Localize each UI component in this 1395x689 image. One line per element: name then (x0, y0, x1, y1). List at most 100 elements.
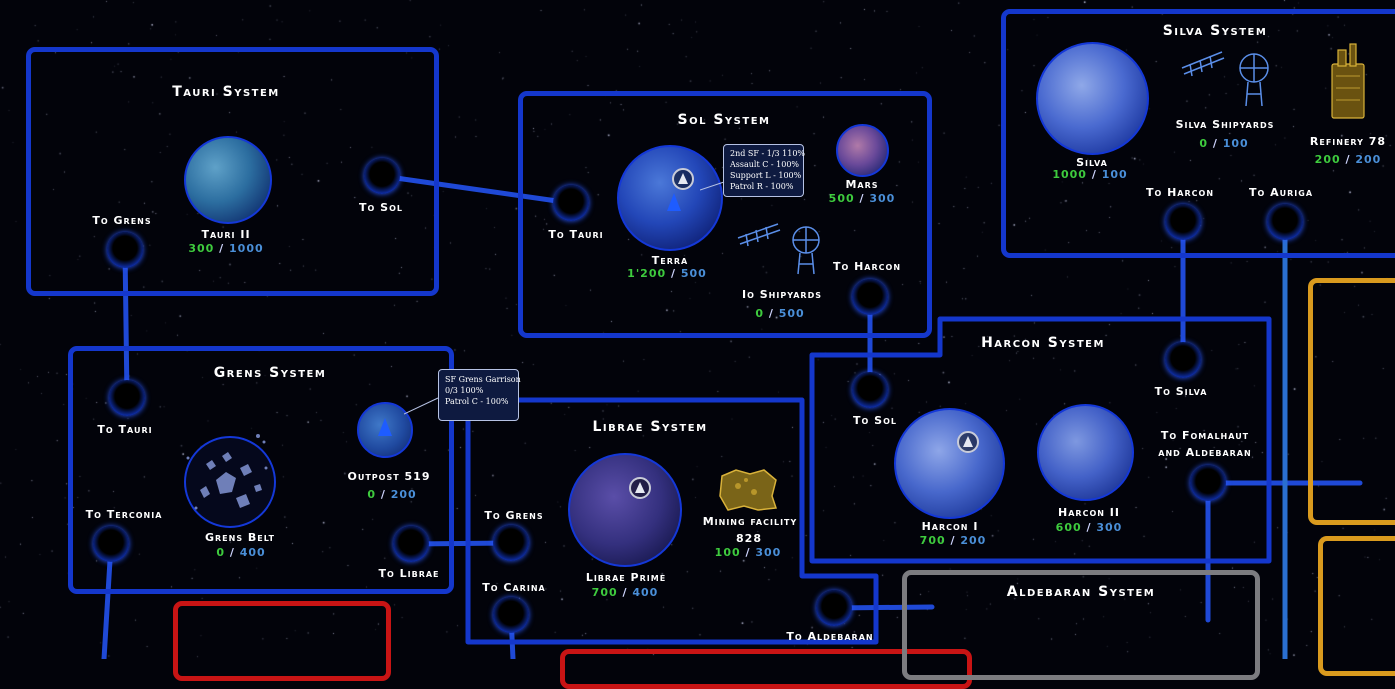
mining-facility-current: 100 (714, 546, 741, 559)
terra-station-marker-icon[interactable] (672, 168, 694, 190)
sol-to-harcon-label: To Harcon (832, 260, 902, 273)
grens-belt-current: 0 (216, 546, 225, 559)
tauri-to-grens-node[interactable] (107, 232, 143, 268)
grens-belt-values: 0 / 400 (216, 546, 265, 559)
separator: / (229, 546, 235, 559)
harcon-i-station-marker-icon[interactable] (957, 431, 979, 453)
tauri-to-sol-node[interactable] (364, 158, 400, 194)
sol-to-tauri-node[interactable] (553, 185, 589, 221)
io-shipyards-current: 0 (755, 307, 764, 320)
mining-facility-id-label: 828 (736, 532, 762, 545)
separator: / (670, 267, 677, 280)
librae-prime-values: 700 / 400 (592, 586, 659, 599)
harcon-ii-planet[interactable] (1037, 404, 1134, 501)
silva-to-auriga-label: To Auriga (1248, 186, 1314, 199)
harcon-ii-label: Harcon II (1058, 506, 1120, 519)
grens-fleet-tooltip-line-3: Patrol C - 100% (445, 397, 509, 406)
unnamed-system-border-red-1 (173, 601, 391, 681)
outpost-519-values: 0 / 200 (367, 488, 416, 501)
librae-to-aldebaran-label: To Aldebaran (786, 630, 874, 643)
mining-facility-max: 300 (755, 546, 782, 559)
grens-to-tauri-node[interactable] (109, 380, 145, 416)
sol-fleet-tooltip-line-4: Patrol R - 100% (730, 182, 794, 191)
sol-to-harcon-node[interactable] (852, 279, 888, 315)
mining-facility-828-mining-icon[interactable] (716, 466, 780, 512)
separator: / (1086, 521, 1092, 534)
harcon-i-values: 700 / 200 (920, 534, 987, 547)
librae-to-grens-node[interactable] (493, 525, 529, 561)
tauri-ii-values: 300 / 1000 (188, 242, 263, 255)
refinery-78-values: 200 / 200 (1315, 153, 1382, 166)
separator: / (859, 192, 865, 205)
refinery-78-current: 200 (1314, 153, 1341, 166)
silva-to-harcon-label: To Harcon (1145, 186, 1215, 199)
librae-prime-planet[interactable] (568, 453, 682, 567)
tauri-system-border (26, 47, 439, 296)
tauri-ii-planet[interactable] (184, 136, 272, 224)
librae-prime-current: 700 (591, 586, 618, 599)
unnamed-system-border-orange-1 (1308, 278, 1395, 525)
silva-system-title: Silva System (1162, 23, 1268, 39)
librae-prime-station-marker-icon[interactable] (629, 477, 651, 499)
librae-prime-max: 400 (632, 586, 659, 599)
tauri-system-title: Tauri System (172, 84, 280, 100)
tauri-ii-label: Tauri II (201, 228, 251, 241)
tauri-ii-current: 300 (188, 242, 215, 255)
harcon-to-sol-label: To Sol (853, 414, 897, 427)
harcon-ii-values: 600 / 300 (1056, 521, 1123, 534)
io-shipyards-values: 0 / 500 (755, 307, 804, 320)
grens-fleet-tooltip-line-1: SF Grens Garrison (445, 375, 521, 384)
sol-system-title: Sol System (677, 112, 771, 128)
harcon-to-sol-node[interactable] (852, 372, 888, 408)
grens-to-librae-node[interactable] (393, 526, 429, 562)
grens-fleet-arrow-icon[interactable] (378, 418, 392, 436)
librae-to-grens-label: To Grens (484, 509, 544, 522)
separator: / (1091, 168, 1097, 181)
mars-planet[interactable] (836, 124, 889, 177)
outpost-519-max: 200 (390, 488, 417, 501)
separator: / (768, 307, 774, 320)
silva-to-harcon-node[interactable] (1165, 204, 1201, 240)
sol-fleet-tooltip-line-1: 2nd SF - 1/3 110% (730, 149, 806, 158)
grens-belt-asteroid-icon[interactable] (176, 428, 284, 528)
mars-label: Mars (845, 178, 879, 191)
librae-to-aldebaran-node[interactable] (816, 590, 852, 626)
harcon-to-silva-node[interactable] (1165, 342, 1201, 378)
terra-current: 1'200 (627, 267, 667, 280)
silva-shipyards-shipyard-icon[interactable] (1180, 46, 1278, 108)
harcon-to-fomalhaut-node[interactable] (1190, 465, 1226, 501)
separator: / (622, 586, 628, 599)
grens-to-librae-label: To Librae (378, 567, 440, 580)
silva-shipyards-max: 100 (1222, 137, 1249, 150)
grens-to-terconia-node[interactable] (93, 526, 129, 562)
silva-shipyards-values: 0 / 100 (1199, 137, 1248, 150)
silva-planet[interactable] (1036, 42, 1149, 155)
io-shipyards-label: Io Shipyards (742, 288, 822, 301)
harcon-i-planet[interactable] (894, 408, 1005, 519)
outpost-519-current: 0 (367, 488, 376, 501)
harcon-ii-max: 300 (1096, 521, 1123, 534)
terra-label: Terra (651, 254, 689, 267)
harcon-to-fomalhaut-label: To Fomalhaut (1160, 429, 1250, 442)
harcon-i-max: 200 (960, 534, 987, 547)
refinery-78-refinery-icon[interactable] (1328, 42, 1368, 124)
aldebaran-system-title: Aldebaran System (1006, 584, 1156, 600)
harcon-i-label: Harcon I (921, 520, 979, 533)
librae-to-carina-node[interactable] (493, 597, 529, 633)
librae-to-carina-label: To Carina (482, 581, 546, 594)
io-shipyards-shipyard-icon[interactable] (736, 220, 828, 276)
librae-system-title: Librae System (592, 419, 708, 435)
refinery-78-max: 200 (1355, 153, 1382, 166)
harcon-i-current: 700 (919, 534, 946, 547)
harcon-to-aldebaran-label: and Aldebaran (1158, 446, 1252, 459)
mining-facility-values: 100 / 300 (715, 546, 782, 559)
terra-values: 1'200 / 500 (627, 267, 707, 280)
grens-belt-max: 400 (239, 546, 266, 559)
silva-max: 100 (1101, 168, 1128, 181)
tauri-to-grens-label: To Grens (92, 214, 152, 227)
harcon-ii-current: 600 (1055, 521, 1082, 534)
silva-to-auriga-node[interactable] (1267, 204, 1303, 240)
grens-system-title: Grens System (213, 365, 327, 381)
sol-fleet-arrow-icon[interactable] (667, 193, 681, 211)
grens-tooltip-pointer (404, 397, 439, 415)
